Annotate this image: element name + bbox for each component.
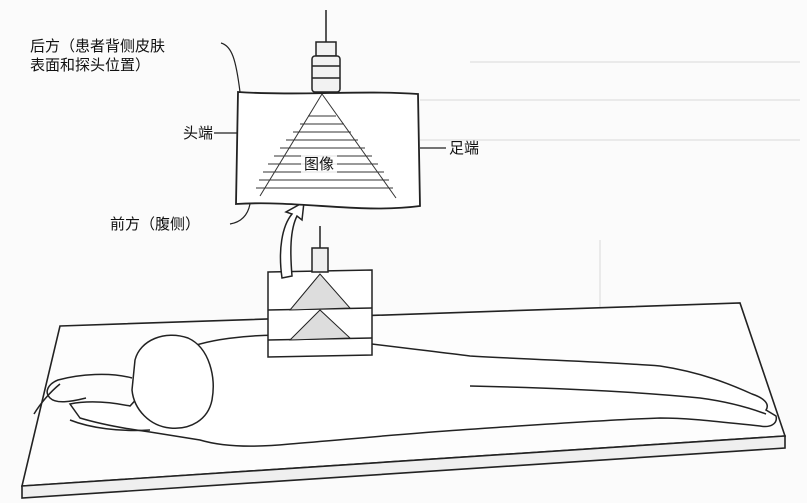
label-front: 前方（腹侧） xyxy=(110,215,201,233)
leader-lines xyxy=(214,42,446,225)
image-card xyxy=(235,91,421,210)
label-back-line1: 后方（患者背侧皮肤 xyxy=(30,37,166,55)
curved-up-arrow-icon xyxy=(279,200,305,279)
label-foot-end: 足端 xyxy=(449,139,480,157)
label-head-end: 头端 xyxy=(183,124,214,142)
label-back-line2: 表面和探头位置） xyxy=(30,56,151,74)
probe-block-on-patient xyxy=(267,226,373,358)
label-image: 图像 xyxy=(301,153,338,174)
patient-body xyxy=(33,334,778,447)
ultrasound-probe-icon xyxy=(311,10,341,93)
